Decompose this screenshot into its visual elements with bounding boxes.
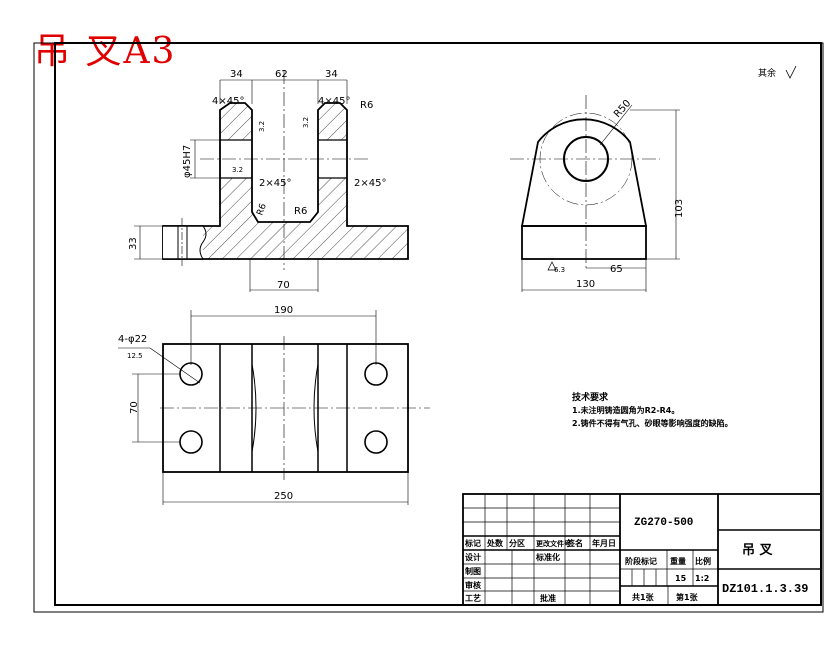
- sheets-total: 共1张: [632, 592, 655, 602]
- side-view: R50 103 65 130 6.3: [510, 95, 685, 292]
- dim-70-top: 70: [129, 401, 140, 414]
- dim-34-right: 34: [325, 69, 338, 80]
- dim-130: 130: [576, 279, 595, 290]
- label-process: 工艺: [465, 593, 481, 603]
- quantity: 15: [675, 574, 687, 583]
- side-outline: [520, 118, 648, 227]
- label-zone: 分区: [509, 538, 525, 548]
- ra-bore-b: 3.2: [302, 117, 310, 128]
- label-scale: 比例: [695, 556, 711, 566]
- part-name: 吊 叉: [742, 543, 774, 558]
- ra-bore-c: 3.2: [232, 166, 243, 174]
- front-view: 34 62 34 4×45° 4×45° R6 φ45H7 2×45° 2×45…: [128, 69, 409, 292]
- notes-line1: 1.未注明铸造圆角为R2-R4。: [572, 405, 679, 415]
- label-sign: 签名: [566, 538, 583, 548]
- ra-63: 6.3: [554, 266, 565, 274]
- dim-33: 33: [128, 237, 139, 250]
- label-check: 审核: [465, 580, 481, 590]
- ra-bore-a: 3.2: [258, 121, 266, 132]
- roughness-note: 其余: [758, 67, 776, 79]
- label-stage: 阶段标记: [625, 556, 657, 566]
- material: ZG270-500: [634, 517, 693, 529]
- label-draw: 制图: [465, 566, 481, 576]
- title-block-text: ZG270-500 吊 叉 DZ101.1.3.39 阶段标记 重量 比例 15…: [464, 517, 808, 603]
- dim-chamfer-right: 4×45°: [318, 96, 350, 107]
- outer-border: [33, 42, 824, 613]
- dim-103: 103: [674, 199, 685, 218]
- scale-value: 1:2: [695, 574, 709, 583]
- technical-requirements: 技术要求 1.未注明铸造圆角为R2-R4。 2.铸件不得有气孔、砂眼等影响强度的…: [572, 391, 733, 428]
- notes-heading: 技术要求: [572, 391, 609, 403]
- dim-chamfer2-right: 2×45°: [354, 178, 386, 189]
- label-mark: 标记: [464, 538, 481, 548]
- title-block: [462, 493, 822, 606]
- ra-125: 12.5: [127, 352, 143, 360]
- notes-line2: 2.铸件不得有气孔、砂眼等影响强度的缺陷。: [572, 418, 733, 428]
- dim-65: 65: [610, 264, 623, 275]
- label-change-doc: 更改文件号: [536, 539, 571, 548]
- dim-34-left: 34: [230, 69, 243, 80]
- dim-r6-top: R6: [360, 100, 373, 111]
- label-design: 设计: [465, 552, 481, 562]
- dim-70-front: 70: [277, 280, 290, 291]
- dim-r50: R50: [612, 98, 633, 120]
- label-date: 年月日: [592, 538, 616, 548]
- inner-border: [54, 42, 822, 606]
- label-count: 处数: [486, 538, 504, 548]
- dim-r6-b: R6: [294, 206, 307, 217]
- dim-r6-a: R6: [255, 202, 269, 217]
- dim-250: 250: [274, 491, 293, 502]
- label-approve: 批准: [540, 593, 556, 603]
- drawing-number: DZ101.1.3.39: [722, 582, 808, 596]
- label-weight: 重量: [670, 556, 686, 566]
- dim-holes: 4-φ22: [118, 334, 147, 345]
- section-outline: [162, 102, 409, 260]
- dim-62: 62: [275, 69, 288, 80]
- dim-chamfer2-left: 2×45°: [259, 178, 291, 189]
- drawing-title: 吊 叉A3: [34, 31, 177, 72]
- roughness-symbol: [785, 65, 797, 79]
- dim-bore: φ45H7: [182, 145, 193, 178]
- label-standard: 标准化: [535, 552, 560, 562]
- sheet-number: 第1张: [676, 592, 699, 602]
- dim-190: 190: [274, 305, 293, 316]
- dim-chamfer-left: 4×45°: [212, 96, 244, 107]
- top-view: 190 4-φ22 12.5 70 250: [118, 305, 430, 505]
